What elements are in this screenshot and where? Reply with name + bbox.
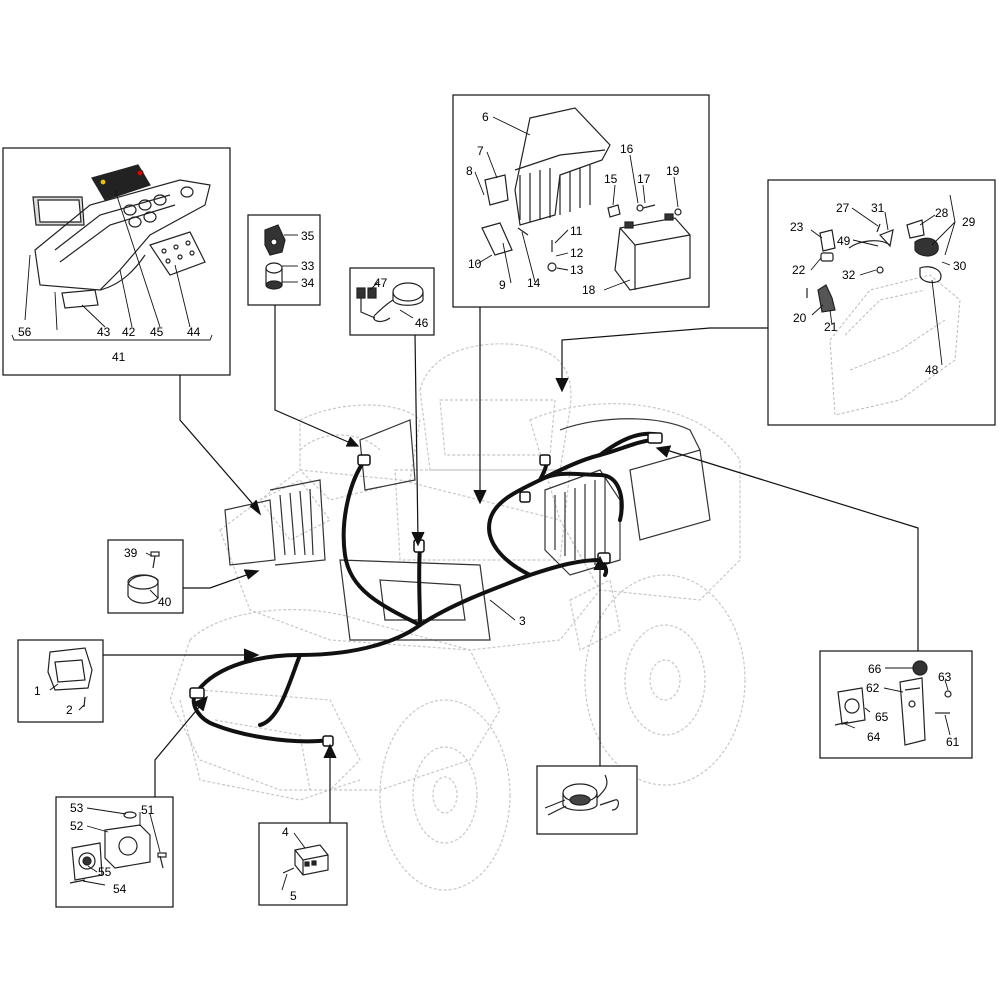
box-4-5: 4 5	[258, 822, 348, 906]
label-44: 44	[187, 325, 201, 339]
harness-connectors	[189, 432, 663, 747]
box-51-55: 53 52 51 55 54	[55, 796, 174, 908]
label-65: 65	[875, 710, 889, 724]
arrow-rear-switches	[555, 327, 768, 393]
label-55: 55	[98, 865, 112, 879]
label-9: 9	[499, 278, 506, 292]
tractor-outline	[169, 343, 746, 891]
label-22: 22	[792, 263, 806, 277]
label-43: 43	[97, 325, 111, 339]
label-42: 42	[122, 325, 136, 339]
label-66: 66	[868, 662, 882, 676]
box-39-40: 39 40	[107, 539, 184, 614]
label-32: 32	[842, 268, 856, 282]
label-28: 28	[935, 206, 949, 220]
label-3-group: 3	[489, 599, 526, 628]
label-52: 52	[70, 819, 84, 833]
label-53: 53	[70, 801, 84, 815]
label-34: 34	[301, 276, 315, 290]
label-31: 31	[871, 201, 885, 215]
label-23: 23	[790, 220, 804, 234]
label-12: 12	[570, 246, 584, 260]
wiring-harness	[191, 431, 662, 744]
label-62: 62	[866, 681, 880, 695]
engine-block	[224, 418, 711, 641]
label-61: 61	[946, 735, 960, 749]
label-21: 21	[824, 320, 838, 334]
label-15: 15	[604, 172, 618, 186]
label-6: 6	[482, 110, 489, 124]
label-40: 40	[158, 595, 172, 609]
label-48: 48	[925, 363, 939, 377]
label-46: 46	[415, 316, 429, 330]
label-5: 5	[290, 889, 297, 903]
label-2: 2	[66, 703, 73, 717]
box-rear-switches: 23 27 31 28 29 49 32 22 30 20 21 48	[767, 179, 996, 426]
arrow-1	[103, 648, 260, 662]
arrow-4	[323, 743, 337, 823]
label-39: 39	[124, 546, 138, 560]
box-horn	[536, 765, 638, 835]
arrow-horn	[593, 555, 607, 766]
box-ignition: 35 33 34	[247, 214, 321, 306]
label-17: 17	[637, 172, 651, 186]
label-41: 41	[112, 350, 126, 364]
box-41-dashboard: 56 43 42 45 44 41	[2, 147, 231, 376]
label-3: 3	[519, 614, 526, 628]
label-30: 30	[953, 259, 967, 273]
label-63: 63	[938, 670, 952, 684]
label-13: 13	[570, 263, 584, 277]
label-56: 56	[18, 325, 32, 339]
label-10: 10	[468, 257, 482, 271]
label-16: 16	[620, 142, 634, 156]
label-49: 49	[837, 234, 851, 248]
box-battery: 6 7 8 10 9 14 11 12 13 15 16 17 19 18	[452, 94, 710, 308]
label-29: 29	[962, 215, 976, 229]
label-54: 54	[113, 882, 127, 896]
arrow-61	[655, 445, 919, 651]
label-4: 4	[282, 825, 289, 839]
arrow-41	[179, 375, 262, 516]
label-11: 11	[570, 224, 583, 238]
label-18: 18	[582, 283, 596, 297]
label-19: 19	[666, 164, 680, 178]
label-8: 8	[466, 164, 473, 178]
label-45: 45	[150, 325, 164, 339]
label-27: 27	[836, 201, 850, 215]
label-1: 1	[34, 684, 41, 698]
label-51: 51	[141, 803, 155, 817]
label-33: 33	[301, 259, 315, 273]
arrow-ignition	[274, 305, 360, 447]
label-14: 14	[527, 276, 541, 290]
box-1-2: 1 2	[17, 639, 104, 723]
arrow-39	[183, 569, 260, 589]
arrow-46	[411, 334, 425, 547]
label-64: 64	[867, 730, 881, 744]
label-35: 35	[301, 229, 315, 243]
arrow-battery	[473, 307, 487, 505]
box-61-66: 66 62 65 64 63 61	[819, 650, 973, 759]
label-20: 20	[793, 311, 807, 325]
box-46-47: 47 46	[349, 267, 435, 336]
label-47: 47	[374, 276, 388, 290]
label-7: 7	[477, 144, 484, 158]
arrow-51	[154, 695, 208, 797]
